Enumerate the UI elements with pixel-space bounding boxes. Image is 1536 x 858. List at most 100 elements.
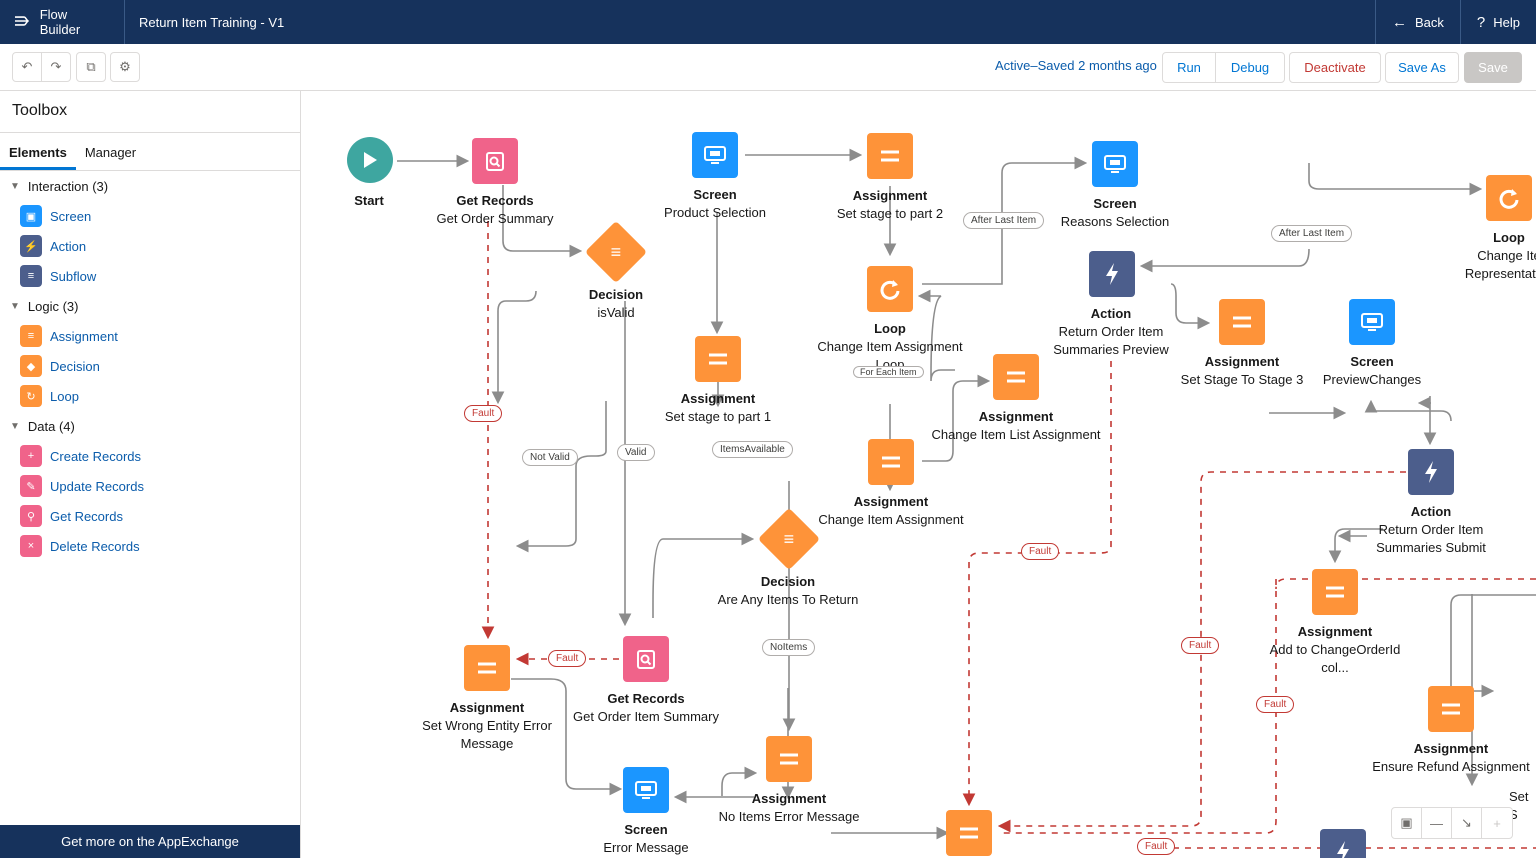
toolbox-item[interactable]: ◆Decision	[0, 351, 300, 381]
toolbox-section-header[interactable]: ▼ Data (4)	[0, 411, 300, 441]
partial-action-node[interactable]	[1320, 829, 1366, 858]
node-type: Decision	[588, 287, 644, 302]
back-label: Back	[1415, 14, 1444, 30]
toolbox-section-header[interactable]: ▼Logic (3)	[0, 291, 300, 321]
node-type: Screen	[1350, 354, 1394, 369]
toolbox-item[interactable]: ≡Subflow	[0, 261, 300, 291]
set-stage-3-node[interactable]	[1219, 299, 1265, 345]
reasons-selection-screen-node[interactable]	[1092, 141, 1138, 187]
node-type: Assignment	[978, 409, 1054, 424]
toolbox-item[interactable]: ⚲Get Records	[0, 501, 300, 531]
assignment-icon	[881, 150, 899, 162]
node-name: Return Order Item Summaries Preview	[1053, 324, 1169, 357]
toolbox-item[interactable]: +Create Records	[0, 441, 300, 471]
partial-node-label: Set S	[1509, 789, 1529, 822]
app-brand: Flow Builder	[0, 0, 125, 44]
gear-icon: ⚙	[119, 59, 131, 74]
summaries-submit-action-node[interactable]	[1408, 449, 1454, 495]
node-type: Screen	[624, 822, 668, 837]
partial-assignment-node[interactable]	[946, 810, 992, 856]
assignment-icon	[1442, 703, 1460, 715]
change-item-list-assignment-node[interactable]	[993, 354, 1039, 400]
debug-button[interactable]: Debug	[1215, 52, 1285, 83]
settings-button[interactable]: ⚙	[110, 52, 140, 82]
app-name: Flow Builder	[39, 7, 81, 37]
copy-button[interactable]: ⧉	[76, 52, 106, 82]
toolbox-tabs: Elements Manager	[0, 133, 300, 171]
assignment-icon: ≡	[20, 325, 42, 347]
redo-button[interactable]: ↷	[41, 52, 71, 82]
preview-changes-screen-node[interactable]	[1349, 299, 1395, 345]
node-type: Loop	[874, 321, 906, 336]
toolbox-item[interactable]: ✎Update Records	[0, 471, 300, 501]
arrow-left-icon: ←	[1392, 13, 1407, 31]
section-label: Logic (3)	[27, 298, 79, 314]
toolbox-item-label: Update Records	[50, 478, 144, 494]
run-button[interactable]: Run	[1162, 52, 1216, 83]
screen-icon	[635, 781, 657, 799]
assignment-icon	[709, 353, 727, 365]
decision-icon: ≡	[610, 241, 622, 262]
connector-lines	[397, 148, 1536, 849]
node-name: Change Item Assignment	[818, 512, 964, 527]
lightning-icon	[1337, 841, 1349, 858]
tab-elements[interactable]: Elements	[0, 133, 76, 170]
appexchange-link[interactable]: Get more on the AppExchange	[0, 825, 300, 858]
wrong-entity-error-node[interactable]	[464, 645, 510, 691]
undo-icon: ↶	[21, 59, 33, 74]
toolbox-section-header[interactable]: ▼Interaction (3)	[0, 171, 300, 201]
chevron-down-icon: ▼	[10, 420, 20, 432]
node-name: Add to ChangeOrderId col...	[1269, 642, 1401, 675]
summaries-preview-action-node[interactable]	[1089, 251, 1135, 297]
representation-loop-node[interactable]	[1486, 175, 1532, 221]
error-message-screen-node[interactable]	[623, 767, 669, 813]
back-button[interactable]: ← Back	[1375, 0, 1460, 44]
get-records-icon	[637, 650, 655, 669]
zoom-out-button[interactable]: —	[1422, 808, 1452, 838]
ensure-refund-node[interactable]	[1428, 686, 1474, 732]
fault-connector-label: Fault	[464, 405, 503, 422]
toolbox-item[interactable]: ▣Screen	[0, 201, 300, 231]
undo-button[interactable]: ↶	[12, 52, 42, 82]
toolbox-item-label: Create Records	[50, 448, 142, 464]
get-order-summary-node[interactable]	[472, 138, 518, 184]
screen-icon	[704, 146, 726, 164]
toolbox-item[interactable]: ↻Loop	[0, 381, 300, 411]
start-node[interactable]	[347, 137, 393, 183]
change-item-loop-node[interactable]	[867, 266, 913, 312]
toolbox-item-label: Get Records	[50, 508, 123, 524]
save-button: Save	[1464, 52, 1522, 83]
fit-view-icon: ▣	[1400, 815, 1413, 830]
set-stage-part2-node[interactable]	[867, 133, 913, 179]
toolbox-item[interactable]: ⚡Action	[0, 231, 300, 261]
set-stage-part1-node[interactable]	[695, 336, 741, 382]
section-label: Data (4)	[27, 418, 75, 434]
add-to-changeorderid-node[interactable]	[1312, 569, 1358, 615]
fit-to-view-button[interactable]: ▣	[1392, 808, 1422, 838]
node-name: Ensure Refund Assignment	[1372, 759, 1530, 774]
node-type: Get Records	[607, 691, 685, 706]
zoom-fit-button[interactable]: ↘	[1452, 808, 1482, 838]
save-as-button[interactable]: Save As	[1385, 52, 1459, 83]
toolbox-item[interactable]: ≡Assignment	[0, 321, 300, 351]
deactivate-button[interactable]: Deactivate	[1289, 52, 1381, 83]
lightning-icon	[1425, 461, 1437, 483]
product-selection-screen-node[interactable]	[692, 132, 738, 178]
tab-manager[interactable]: Manager	[84, 145, 137, 160]
help-button[interactable]: ?Help	[1459, 0, 1536, 44]
collapse-icon: ↘	[1461, 815, 1472, 830]
change-item-assignment-node[interactable]	[868, 439, 914, 485]
toolbox-item[interactable]: ×Delete Records	[0, 531, 300, 561]
node-type: Assignment	[680, 391, 756, 406]
no-items-error-node[interactable]	[766, 736, 812, 782]
get-order-item-summary-node[interactable]	[623, 636, 669, 682]
toolbox-item-label: Subflow	[50, 268, 97, 284]
node-name: Set Wrong Entity Error Message	[422, 718, 552, 751]
fault-connector-label: Fault	[1181, 637, 1220, 654]
